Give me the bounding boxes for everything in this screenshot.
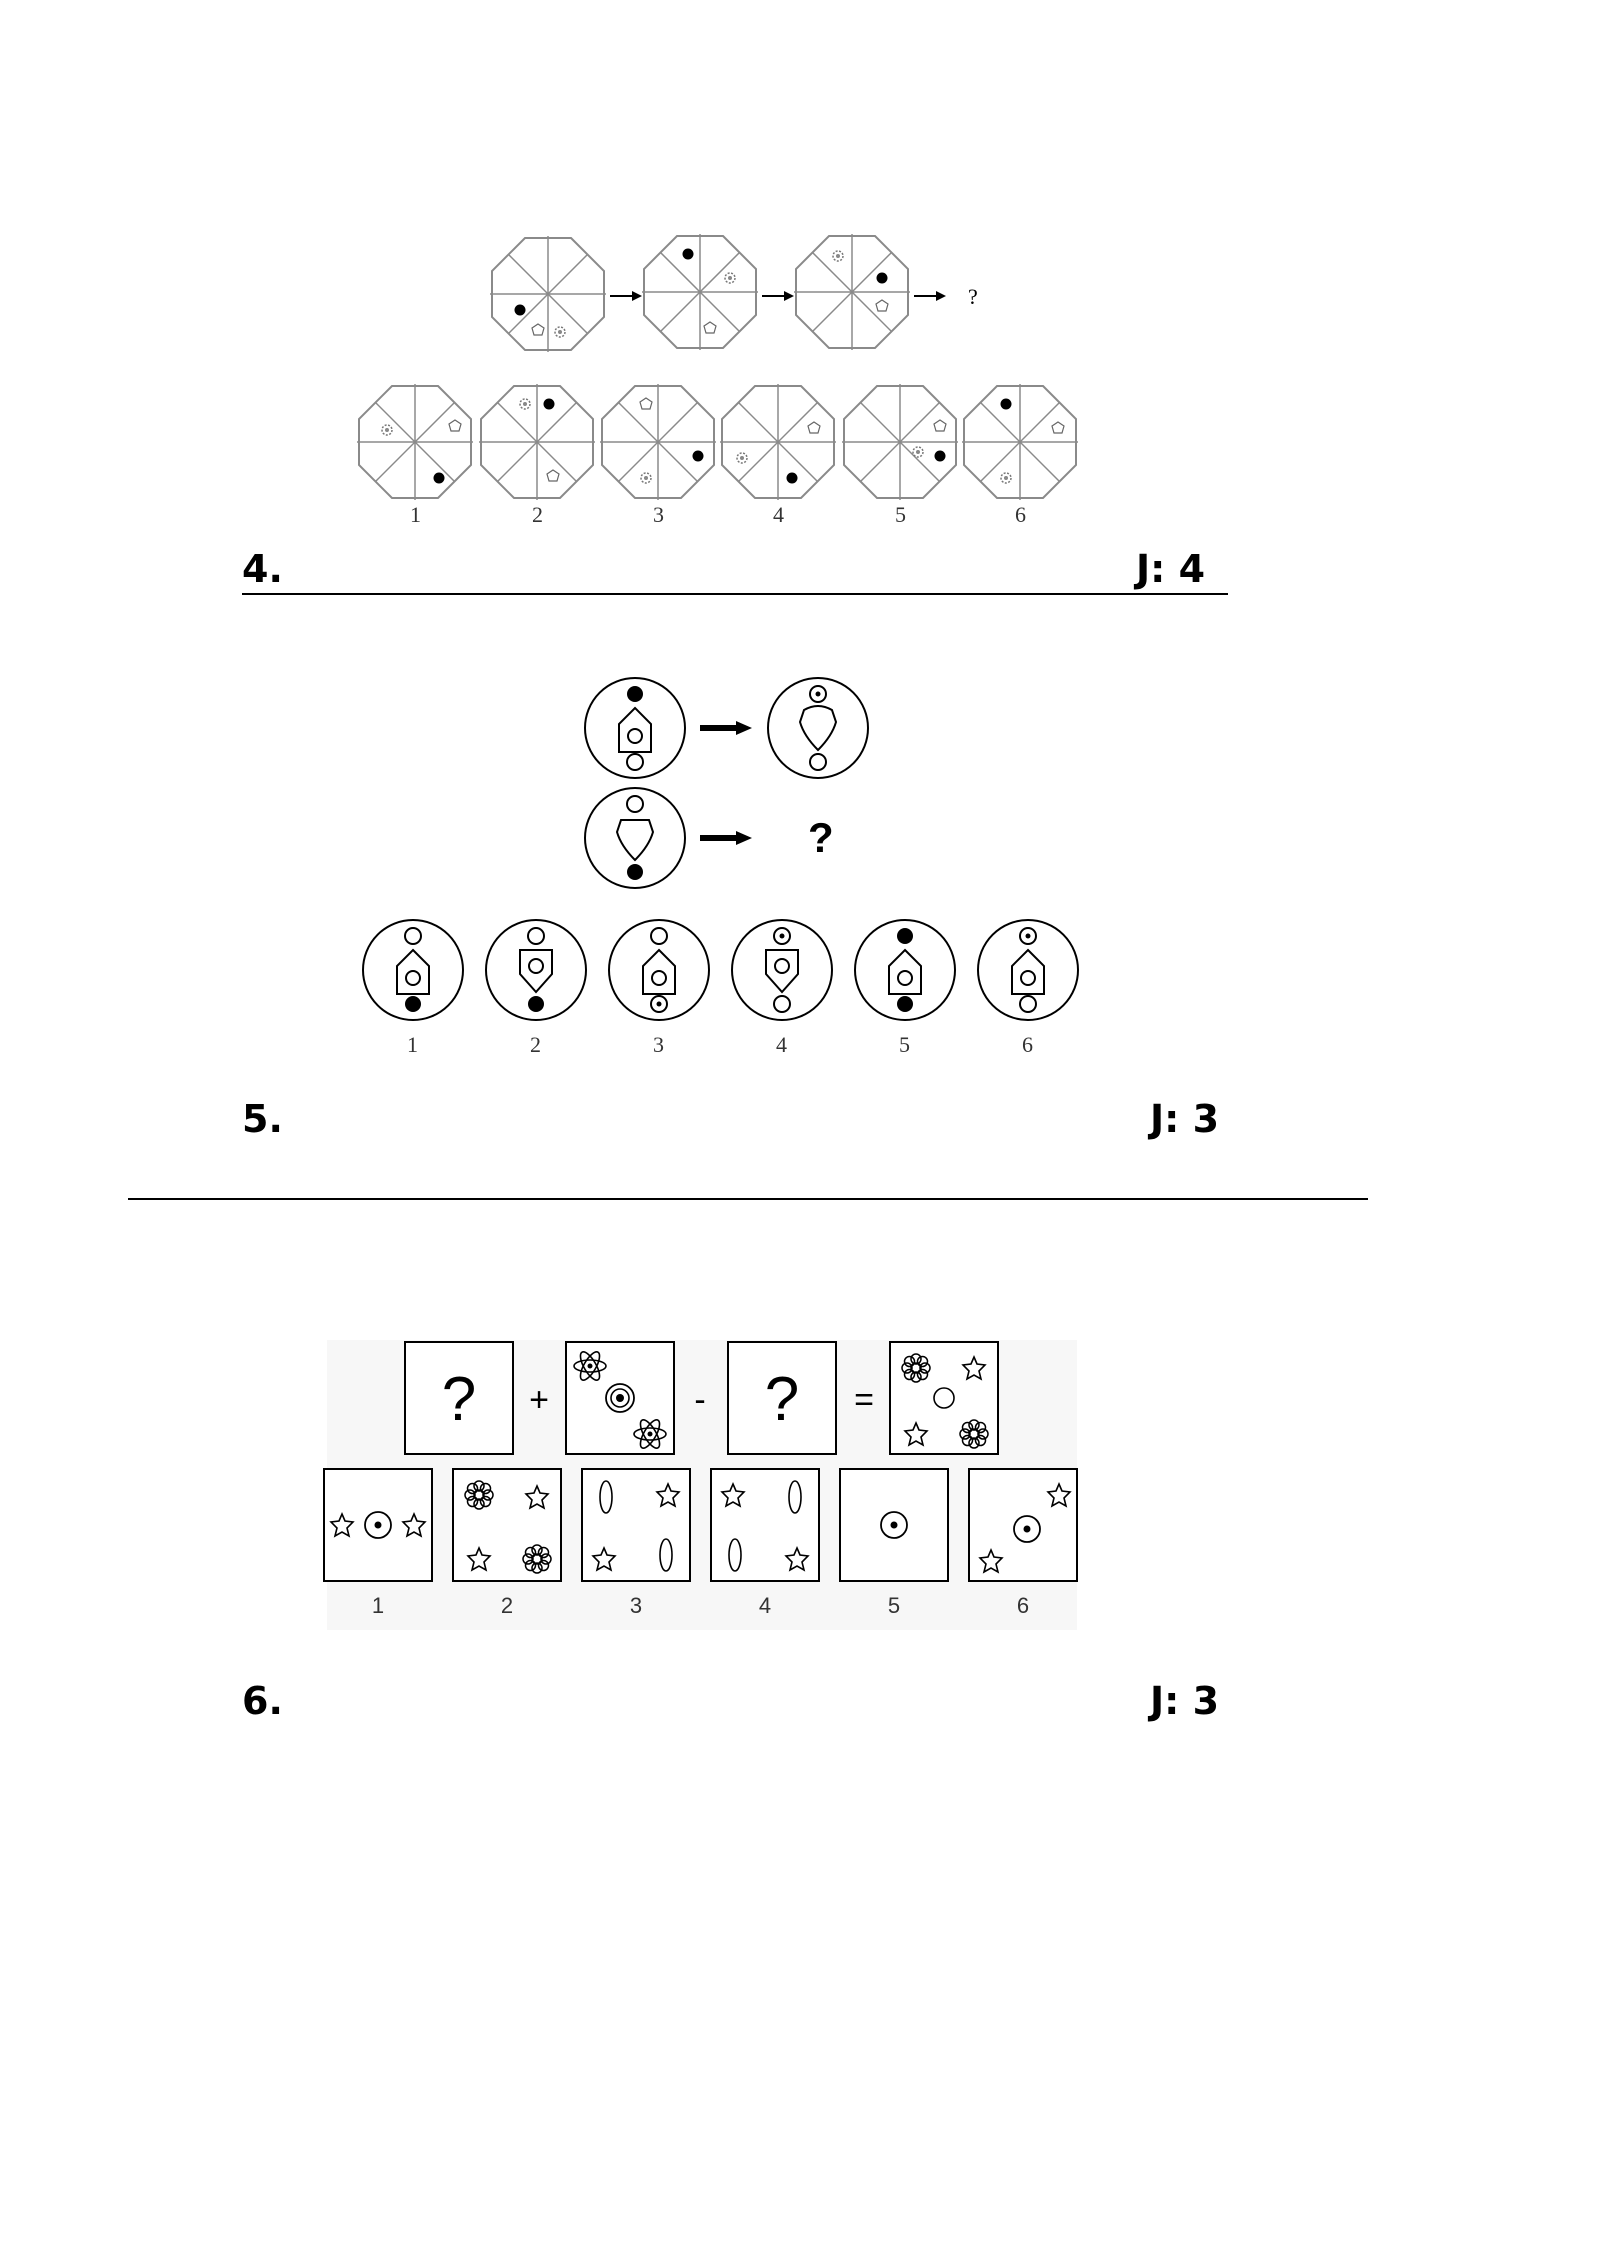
q4-divider <box>242 593 1228 595</box>
q6-option-5-label: 5 <box>888 1593 900 1618</box>
q4-option-3-label: 3 <box>653 502 664 527</box>
q6-option-4-figure <box>710 1468 820 1582</box>
arrow-icon <box>700 831 752 845</box>
q6-option-5-figure <box>839 1468 949 1582</box>
q5-example-1-right <box>767 677 869 779</box>
q5-option-6-figure <box>977 919 1079 1021</box>
q4-sequence-octagon-1 <box>489 235 607 353</box>
q6-figure: ? + - ? = 1 2 <box>323 1340 1078 1630</box>
q6-minus-sign: - <box>694 1381 705 1419</box>
q5-answer: J: 3 <box>1150 1097 1220 1141</box>
arrow-icon <box>610 291 642 301</box>
arrow-icon <box>700 721 752 735</box>
q4-option-2-figure <box>478 383 596 501</box>
q5-option-2-label: 2 <box>530 1032 541 1057</box>
q4-option-1-figure <box>356 383 474 501</box>
q6-plus-sign: + <box>529 1381 549 1419</box>
q5-figure: ? 1 2 3 4 5 6 <box>362 677 1079 1057</box>
q4-option-4-label: 4 <box>773 502 784 527</box>
q5-option-4-label: 4 <box>776 1032 787 1057</box>
q4-option-4-figure <box>719 383 837 501</box>
q4-number: 4. <box>242 547 283 591</box>
q6-answer: J: 3 <box>1150 1679 1220 1723</box>
q5-option-5-figure <box>854 919 956 1021</box>
q4-answer: J: 4 <box>1136 547 1206 591</box>
q4-option-5-figure <box>841 383 959 501</box>
q5-example-1-left <box>584 677 686 779</box>
q6-option-1-figure <box>323 1468 433 1582</box>
q4-option-1-label: 1 <box>410 502 421 527</box>
q5-option-6-label: 6 <box>1022 1032 1033 1057</box>
q6-equation-box-3: ? <box>727 1341 837 1455</box>
q4-option-3-figure <box>599 383 717 501</box>
q5-option-1-figure <box>362 919 464 1021</box>
q6-option-6-figure <box>968 1468 1078 1582</box>
q5-option-3-figure <box>608 919 710 1021</box>
q6-question-mark-2: ? <box>765 1365 799 1434</box>
q6-option-4-label: 4 <box>759 1593 771 1618</box>
q4-question-mark: ? <box>968 284 978 309</box>
q6-option-1-label: 1 <box>372 1593 384 1618</box>
q4-option-2-label: 2 <box>532 502 543 527</box>
q5-option-2-figure <box>485 919 587 1021</box>
arrow-icon <box>762 291 794 301</box>
q6-option-2-label: 2 <box>501 1593 513 1618</box>
q5-divider <box>128 1198 1368 1200</box>
q6-option-3-label: 3 <box>630 1593 642 1618</box>
q5-example-2-left <box>584 787 686 889</box>
q6-number: 6. <box>242 1679 283 1723</box>
q6-option-3-figure <box>581 1468 691 1582</box>
q6-equation-box-2 <box>565 1341 675 1455</box>
q5-option-5-label: 5 <box>899 1032 910 1057</box>
q4-sequence-octagon-3 <box>793 233 911 351</box>
q5-option-1-label: 1 <box>407 1032 418 1057</box>
q5-option-3-label: 3 <box>653 1032 664 1057</box>
q5-question-mark: ? <box>808 814 834 861</box>
q6-question-mark-1: ? <box>442 1365 476 1434</box>
q6-option-2-figure <box>452 1468 562 1582</box>
arrow-icon <box>914 291 946 301</box>
q4-option-5-label: 5 <box>895 502 906 527</box>
q4-figure: ? 1 2 3 4 5 6 <box>356 233 1079 527</box>
q4-option-6-figure <box>961 383 1079 501</box>
q6-equals-sign: = <box>854 1381 874 1419</box>
q6-equation-box-4 <box>889 1341 999 1455</box>
q6-equation-box-1: ? <box>404 1341 514 1455</box>
q6-option-6-label: 6 <box>1017 1593 1029 1618</box>
q5-number: 5. <box>242 1097 283 1141</box>
q4-option-6-label: 6 <box>1015 502 1026 527</box>
q5-option-4-figure <box>731 919 833 1021</box>
q4-sequence-octagon-2 <box>641 233 759 351</box>
